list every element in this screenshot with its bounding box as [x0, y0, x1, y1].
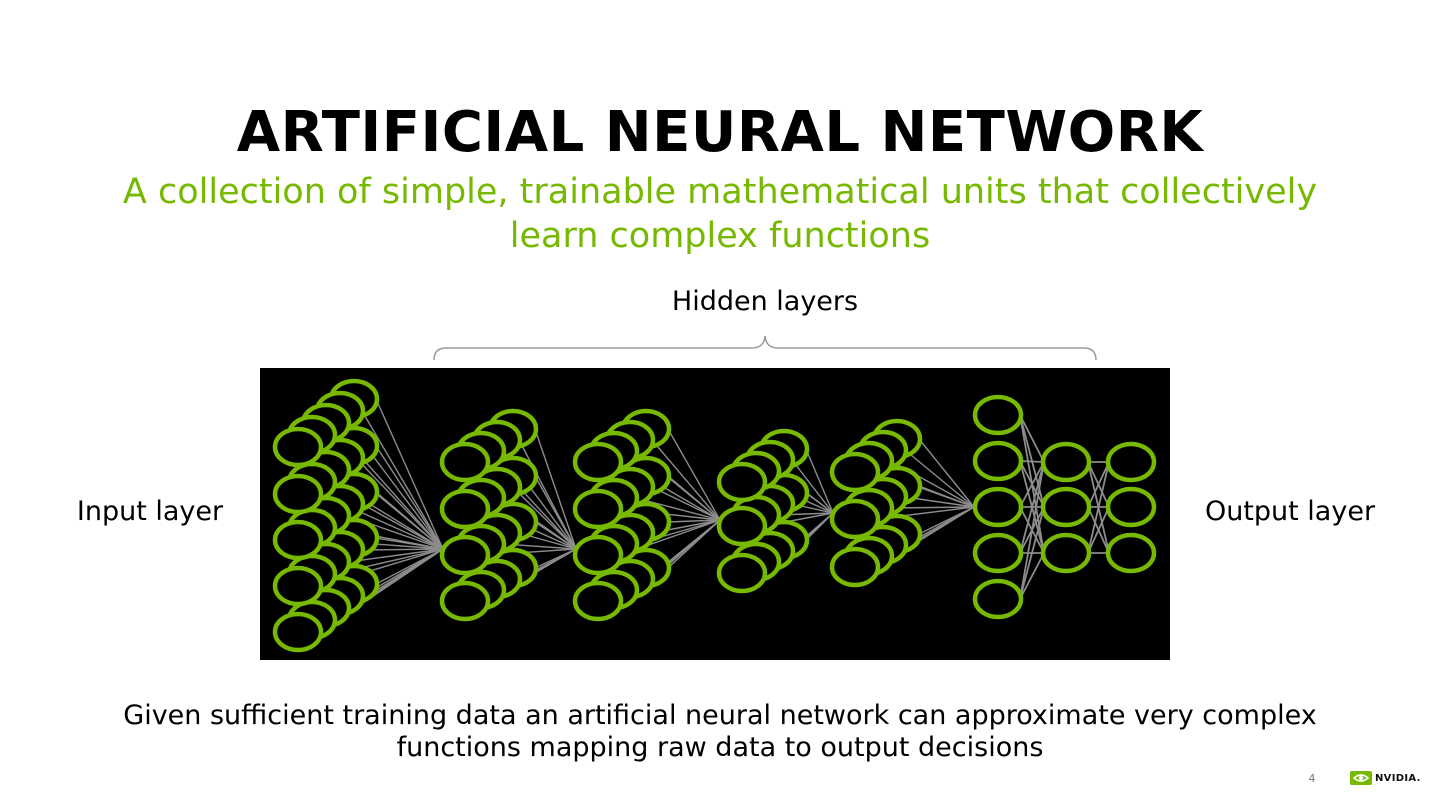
connection-line: [667, 519, 721, 569]
nvidia-logo: NVIDIA.: [1350, 770, 1421, 786]
neuron: [439, 580, 491, 622]
connection-line: [375, 398, 444, 550]
connection-line: [667, 519, 721, 523]
connection-line: [1019, 552, 1045, 600]
connection-line: [375, 445, 444, 550]
connection-line: [1087, 506, 1110, 554]
connection-line: [651, 439, 721, 521]
connection-line: [361, 457, 444, 550]
neuron: [972, 486, 1024, 528]
connection-line: [635, 497, 721, 521]
connection-line: [1019, 414, 1045, 463]
neuron: [272, 565, 324, 607]
neuron: [272, 611, 324, 653]
neuron: [716, 505, 768, 547]
connection-line: [361, 548, 444, 551]
neuron: [1105, 441, 1157, 483]
neuron: [972, 578, 1024, 620]
neuron: [972, 532, 1024, 574]
connection-line: [667, 428, 721, 521]
nvidia-logo-text: NVIDIA.: [1375, 772, 1421, 784]
connection-line: [375, 491, 444, 550]
neuron: [716, 552, 768, 594]
connection-line: [667, 475, 721, 521]
neuron: [439, 488, 491, 530]
neuron: [1040, 486, 1092, 528]
page-number: 4: [1308, 772, 1316, 785]
connection-line: [1087, 461, 1110, 508]
connection-line: [1019, 460, 1045, 463]
neuron: [972, 394, 1024, 436]
connection-line: [805, 448, 834, 514]
connection-line: [361, 410, 444, 550]
connection-line: [361, 503, 444, 550]
connection-line: [805, 492, 834, 514]
connection-line: [1019, 461, 1045, 508]
curly-brace-icon: [433, 335, 1097, 361]
slide-title: ARTIFICIAL NEURAL NETWORK: [236, 100, 1204, 165]
connection-line: [651, 486, 721, 521]
connection-line: [534, 548, 577, 569]
neuron: [1040, 441, 1092, 483]
slide-subtitle: A collection of simple, trainable mathem…: [122, 172, 1318, 256]
connection-line: [890, 506, 975, 509]
connection-line: [375, 537, 444, 550]
connection-line: [805, 512, 834, 541]
neuron: [439, 441, 491, 483]
connection-line: [904, 449, 975, 508]
neuron: [272, 426, 324, 468]
hidden-layers-label: Hidden layers: [671, 286, 859, 317]
connection-line: [1019, 506, 1045, 600]
network-neurons: [272, 378, 1157, 653]
neuron: [572, 534, 624, 576]
connection-line: [1087, 461, 1110, 554]
connection-line: [534, 521, 577, 550]
connection-line: [1019, 461, 1045, 600]
neural-network-diagram: [260, 368, 1170, 660]
connection-line: [534, 475, 577, 550]
neuron: [572, 488, 624, 530]
connection-line: [375, 548, 444, 585]
neuron: [716, 461, 768, 503]
connection-line: [918, 485, 975, 508]
connection-line: [918, 438, 975, 508]
neuron: [1105, 532, 1157, 574]
connection-line: [1019, 461, 1045, 554]
connection-line: [518, 486, 577, 550]
connection-line: [347, 548, 444, 563]
neuron: [1105, 486, 1157, 528]
neuron: [272, 519, 324, 561]
neuron: [829, 498, 881, 540]
neuron: [572, 441, 624, 483]
neuron: [572, 580, 624, 622]
input-layer-label: Input layer: [76, 496, 224, 527]
nvidia-logo-icon: [1350, 771, 1372, 785]
neuron: [272, 473, 324, 515]
connection-line: [534, 428, 577, 550]
slide-caption: Given sufficient training data an artifi…: [123, 700, 1317, 763]
neuron: [829, 451, 881, 493]
output-layer-label: Output layer: [1204, 496, 1376, 527]
neuron: [829, 546, 881, 588]
connection-line: [918, 506, 975, 535]
connection-line: [791, 459, 834, 514]
neuron: [439, 534, 491, 576]
neuron: [972, 440, 1024, 482]
neuron: [1040, 532, 1092, 574]
